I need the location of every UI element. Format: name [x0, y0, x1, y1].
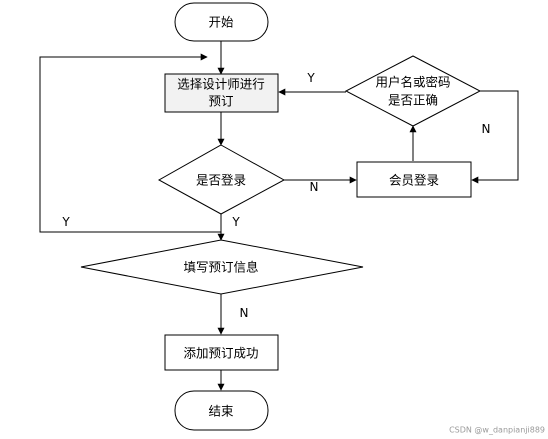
select-designer-label-line1: 选择设计师进行 — [177, 77, 265, 92]
select-designer-label-line2: 预订 — [208, 94, 233, 109]
csdn-watermark: CSDN @w_danpianji889 — [449, 426, 545, 435]
login-check-decision — [157, 144, 286, 215]
credentials-check-decision — [344, 55, 482, 127]
start-label: 开始 — [208, 15, 234, 30]
credentials-check-label-line1: 用户名或密码 — [375, 75, 450, 90]
edge-label-credentials-no: N — [482, 122, 491, 136]
fill-info-label: 填写预订信息 — [183, 260, 258, 275]
edge-label-login-yes: Y — [231, 215, 240, 229]
end-terminator — [174, 390, 269, 431]
fill-info-decision — [80, 239, 364, 295]
member-login-process — [356, 161, 472, 198]
end-label: 结束 — [208, 404, 234, 419]
edge-credentials-retry-loop — [471, 90, 519, 184]
edge-fill-info-loop-to-select — [39, 53, 221, 233]
member-login-label: 会员登录 — [389, 173, 439, 188]
credentials-check-label-line2: 是否正确 — [388, 93, 438, 108]
edge-label-login-no: N — [310, 180, 319, 194]
select-designer-process — [164, 73, 279, 113]
login-check-label: 是否登录 — [196, 173, 246, 188]
edge-label-fill-no: N — [240, 306, 249, 320]
edge-label-credentials-yes: Y — [306, 71, 315, 85]
start-terminator — [174, 2, 269, 42]
booking-success-label: 添加预订成功 — [183, 346, 258, 361]
edge-label-loop-yes: Y — [61, 215, 70, 229]
booking-success-process — [164, 334, 279, 371]
